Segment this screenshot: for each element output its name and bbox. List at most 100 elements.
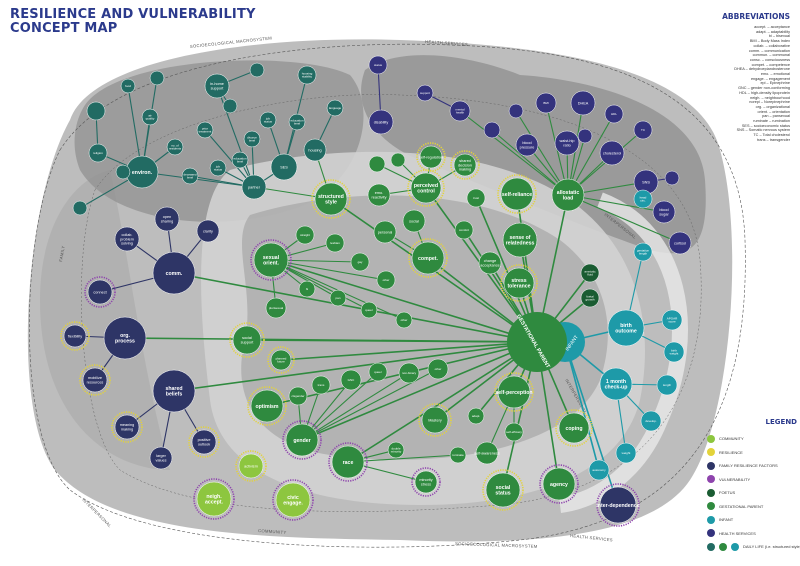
concept-node[interactable]: TC [633, 120, 653, 140]
concept-node[interactable]: gender [282, 420, 322, 460]
concept-node[interactable]: housing [303, 138, 327, 162]
concept-node[interactable]: religion [88, 143, 108, 163]
concept-node[interactable]: personal [373, 220, 397, 244]
concept-node[interactable]: cisgender [288, 386, 308, 406]
concept-node[interactable] [368, 155, 386, 173]
concept-node[interactable]: cholesterol [599, 140, 625, 166]
concept-node[interactable] [72, 200, 88, 216]
concept-node[interactable] [249, 62, 265, 78]
concept-node[interactable]: environ. [125, 155, 159, 189]
concept-node[interactable]: race [328, 442, 368, 482]
concept-node[interactable]: comfort [454, 220, 474, 240]
concept-node[interactable]: bi [298, 280, 316, 298]
concept-node[interactable] [483, 121, 501, 139]
concept-node[interactable]: comm. [152, 251, 196, 295]
concept-node[interactable]: non-binary [398, 362, 420, 384]
concept-node[interactable]: queer [368, 362, 388, 382]
concept-node[interactable]: Mastery [418, 403, 452, 437]
concept-node[interactable]: other [376, 270, 396, 290]
concept-node[interactable]: other [395, 311, 413, 329]
concept-node[interactable]: autonomy [588, 459, 610, 481]
concept-node[interactable]: length [656, 374, 678, 396]
concept-node[interactable]: clarity [196, 219, 220, 243]
concept-node[interactable]: self-awareness [474, 441, 500, 465]
concept-node[interactable]: SES [270, 153, 298, 181]
concept-node[interactable]: activism [235, 450, 267, 482]
concept-node[interactable]: GNC [340, 369, 362, 391]
concept-node[interactable]: lesbian [325, 233, 345, 253]
concept-node[interactable] [508, 103, 524, 119]
concept-node[interactable]: compet. [408, 238, 448, 278]
concept-node[interactable]: self-perception [494, 372, 534, 412]
concept-node[interactable]: gay [350, 252, 370, 272]
concept-node[interactable]: coping [555, 409, 593, 447]
concept-node[interactable]: inter-dependence [596, 483, 640, 527]
concept-node[interactable] [664, 170, 680, 186]
concept-node[interactable] [149, 70, 165, 86]
concept-node[interactable]: connect [84, 276, 116, 308]
concept-node[interactable] [86, 101, 106, 121]
concept-node[interactable]: adapt. [467, 407, 485, 425]
concept-node[interactable]: BMI [535, 92, 557, 114]
concept-node[interactable]: SNS [633, 169, 659, 195]
concept-node[interactable] [222, 98, 238, 114]
concept-node[interactable]: neigh.accept. [193, 478, 235, 520]
concept-node[interactable]: agency [539, 464, 579, 504]
concept-node[interactable]: develop. [640, 410, 662, 432]
concept-node[interactable]: straight [295, 225, 315, 245]
concept-node[interactable]: self-regulation [416, 142, 446, 172]
concept-node[interactable]: trust [466, 188, 486, 208]
concept-node[interactable]: food [120, 78, 136, 94]
concept-node[interactable] [390, 152, 406, 168]
concept-node[interactable]: status [368, 55, 388, 75]
concept-node[interactable]: partner [241, 174, 267, 200]
concept-node[interactable] [577, 128, 593, 144]
concept-node[interactable]: org.process [103, 316, 147, 360]
concept-node[interactable]: self-efficacy [504, 422, 524, 442]
concept-node[interactable]: emo.reactivity [367, 183, 391, 207]
concept-node[interactable]: pan [329, 289, 347, 307]
concept-node[interactable]: DHEA [570, 90, 596, 116]
concept-node[interactable]: queer [360, 301, 378, 319]
concept-node[interactable]: self-reliance [497, 174, 537, 214]
concept-node[interactable]: trans [311, 375, 331, 395]
concept-node[interactable]: language [326, 99, 344, 117]
concept-node[interactable]: plurisexual [265, 297, 287, 319]
